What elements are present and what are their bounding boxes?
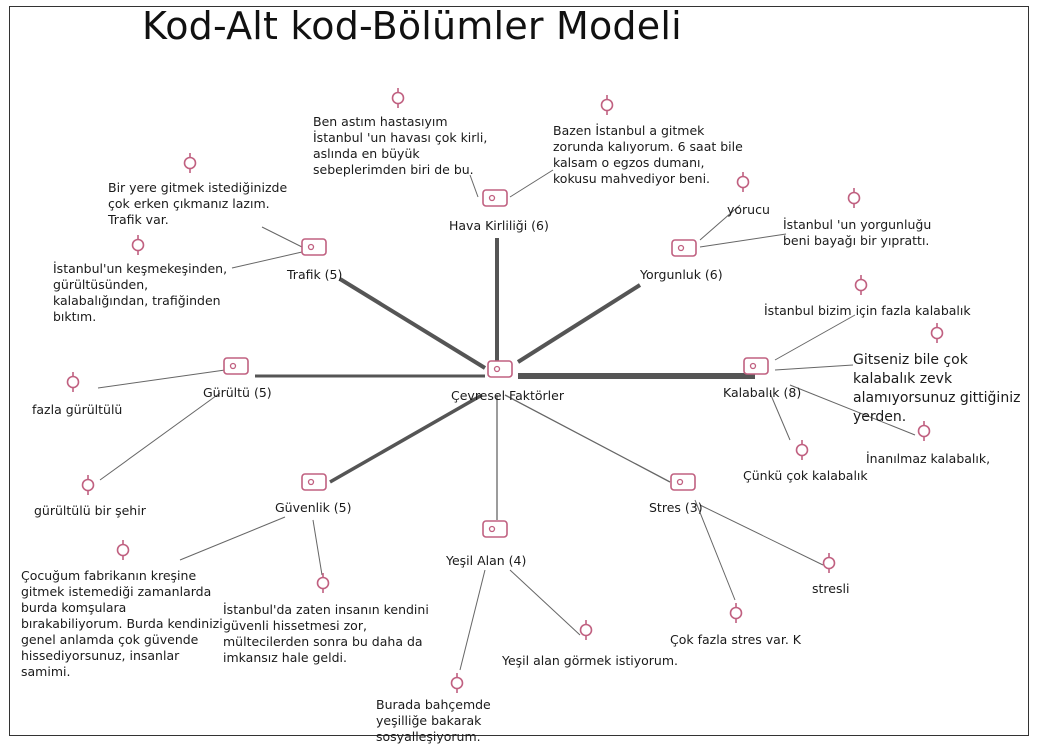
code-label-stres: Stres (3) (649, 500, 703, 515)
edge-center-yorgunluk (516, 283, 642, 364)
quote-kalabalik-4: Çünkü çok kalabalık (743, 468, 868, 483)
quote-icon-hava-2 (600, 95, 614, 115)
edge-kalabalik-quote1 (774, 314, 856, 361)
edge-center-guvenlik (329, 393, 483, 484)
quote-icon-guvenlik-2 (316, 573, 330, 593)
edge-yorgunluk-quote2 (699, 233, 787, 248)
quote-kalabalik-3: İnanılmaz kalabalık, (866, 451, 991, 466)
edge-kalabalik-quote3 (789, 384, 916, 436)
quote-icon-hava-1 (391, 88, 405, 108)
edge-trafik-quote1 (261, 226, 303, 248)
tag-icon-center (487, 360, 513, 378)
quote-icon-trafik-2 (131, 235, 145, 255)
code-label-yorgunluk: Yorgunluk (6) (640, 267, 723, 282)
code-label-hava-kirliligi: Hava Kirliliği (6) (449, 218, 549, 233)
tag-icon-gurultu (223, 357, 249, 375)
edge-guvenlik-quote2 (312, 519, 323, 576)
edge-hava-quote2 (509, 169, 554, 198)
quote-icon-gurultu-1 (66, 372, 80, 392)
diagram-title: Kod-Alt kod-Bölümler Modeli (142, 4, 682, 48)
quote-guvenlik-2: İstanbul'da zaten insanın kendini güvenl… (223, 602, 429, 665)
quote-yorgunluk-2: İstanbul 'un yorgunluğu beni bayağı bir … (783, 217, 932, 248)
quote-trafik-1: Bir yere gitmek istediğinizde çok erken … (108, 180, 288, 227)
edge-kalabalik-quote2 (774, 364, 854, 371)
quote-hava-1: Ben astım hastasıyım İstanbul 'un havası… (313, 114, 488, 177)
edge-yorgunluk-quote1 (699, 204, 741, 241)
quote-icon-stres-2 (822, 553, 836, 573)
quote-yesil-2: Burada bahçemde yeşilliğe bakarak sosyal… (376, 697, 491, 744)
quote-hava-2: Bazen İstanbul a gitmek zorunda kalıyoru… (553, 123, 743, 186)
edge-kalabalik-quote4 (769, 392, 791, 441)
edge-hava-quote1 (469, 174, 479, 198)
code-label-guvenlik: Güvenlik (5) (275, 500, 352, 515)
quote-gurultu-1: fazla gürültülü (32, 402, 123, 417)
quote-icon-yorgunluk-1 (736, 172, 750, 192)
quote-icon-stres-1 (729, 603, 743, 623)
quote-kalabalik-2: Gitseniz bile çok kalabalık zevk alamıyo… (853, 352, 1021, 425)
tag-icon-hava (482, 189, 508, 207)
edge-gurultu-quote2 (99, 392, 221, 481)
center-label: Çevresel Faktörler (451, 388, 564, 403)
quote-icon-yorgunluk-2 (847, 188, 861, 208)
edge-trafik-quote2 (231, 251, 303, 269)
quote-icon-kalabalik-1 (854, 275, 868, 295)
quote-yorgunluk-1: yorucu (727, 202, 770, 217)
quote-icon-yesil-2 (450, 673, 464, 693)
edge-center-trafik (338, 277, 487, 370)
edge-center-stres (504, 394, 671, 483)
quote-icon-kalabalik-2 (930, 323, 944, 343)
code-label-yesil-alan: Yeşil Alan (4) (446, 553, 527, 568)
edge-gurultu-quote1 (97, 369, 226, 389)
edge-yesil-quote2 (459, 569, 486, 671)
quote-trafik-2: İstanbul'un keşmekeşinden, gürültüsünden… (53, 261, 228, 324)
tag-icon-guvenlik (301, 473, 327, 491)
quote-icon-yesil-1 (579, 620, 593, 640)
tag-icon-stres (670, 473, 696, 491)
tag-icon-kalabalik (743, 357, 769, 375)
edge-guvenlik-quote1 (179, 516, 286, 561)
edge-yesil-quote1 (509, 569, 581, 636)
quote-icon-gurultu-2 (81, 475, 95, 495)
tag-icon-yesil (482, 520, 508, 538)
quote-guvenlik-1: Çocuğum fabrikanın kreşine gitmek isteme… (21, 568, 223, 679)
quote-icon-kalabalik-3 (917, 421, 931, 441)
quote-kalabalik-1: İstanbul bizim için fazla kalabalık (764, 303, 971, 318)
quote-icon-kalabalik-4 (795, 440, 809, 460)
code-label-trafik: Trafik (5) (287, 267, 343, 282)
quote-yesil-1: Yeşil alan görmek istiyorum. (502, 653, 678, 668)
diagram-frame (9, 6, 1029, 736)
quote-stres-1: Çok fazla stres var. K (670, 632, 801, 647)
quote-stres-2: stresli (812, 581, 850, 596)
code-label-kalabalik: Kalabalık (8) (723, 385, 802, 400)
quote-icon-guvenlik-1 (116, 540, 130, 560)
edge-stres-quote1 (694, 499, 736, 601)
code-label-gurultu: Gürültü (5) (203, 385, 272, 400)
quote-icon-trafik-1 (183, 153, 197, 173)
quote-gurultu-2: gürültülü bir şehir (34, 503, 146, 518)
tag-icon-yorgunluk (671, 239, 697, 257)
edge-stres-quote2 (699, 504, 824, 566)
tag-icon-trafik (301, 238, 327, 256)
